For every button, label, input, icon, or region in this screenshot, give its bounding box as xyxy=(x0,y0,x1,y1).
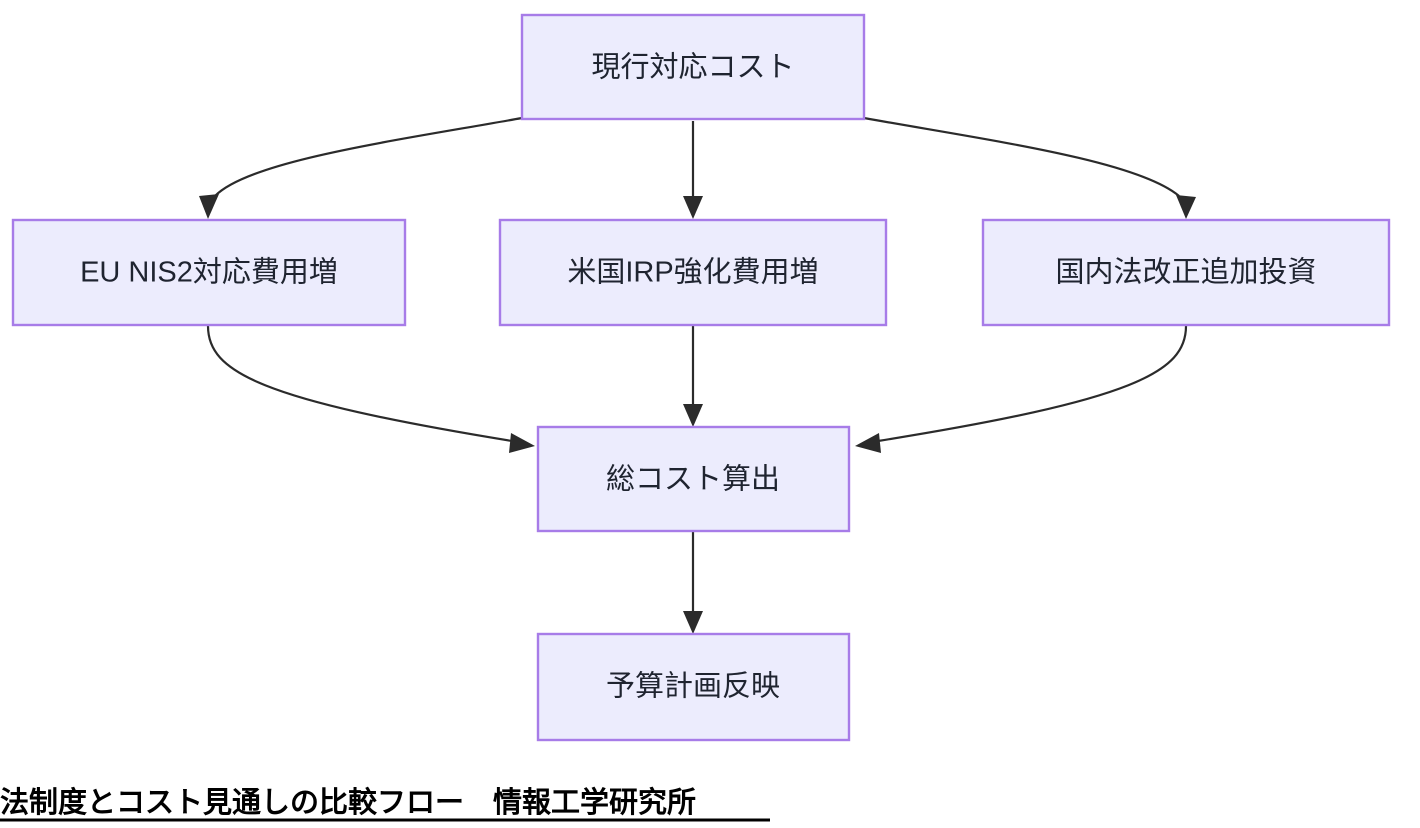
edge-path xyxy=(877,325,1188,443)
edge-current-cost-to-domestic-law xyxy=(863,116,1196,219)
arrow-head-icon xyxy=(1176,195,1196,219)
diagram-caption: 法制度とコスト見通しの比較フロー 情報工学研究所 xyxy=(0,785,696,819)
node-label: 総コスト算出 xyxy=(606,463,780,496)
node-box[interactable] xyxy=(536,632,851,742)
edge-path xyxy=(206,325,513,443)
arrow-head-icon xyxy=(509,433,535,453)
node-current-cost[interactable]: 現行対応コスト xyxy=(520,13,866,121)
arrow-head-icon xyxy=(683,196,703,219)
edge-layer xyxy=(199,116,1196,634)
node-budget-plan[interactable]: 予算計画反映 xyxy=(536,632,851,742)
node-box[interactable] xyxy=(520,13,866,121)
edge-current-cost-to-us-irp xyxy=(683,121,703,219)
node-label: 国内法改正追加投資 xyxy=(1055,256,1316,289)
edge-domestic-law-to-total-cost xyxy=(855,325,1188,453)
node-layer: 現行対応コスト EU NIS2対応費用増 米国IRP強化費用増 国内法改正追加投… xyxy=(11,13,1391,742)
node-us-irp-cost[interactable]: 米国IRP強化費用増 xyxy=(498,218,888,327)
arrow-head-icon xyxy=(683,611,703,634)
node-box[interactable] xyxy=(498,218,888,327)
node-label: 予算計画反映 xyxy=(606,670,780,703)
arrow-head-icon xyxy=(855,433,881,453)
edge-path xyxy=(214,116,523,197)
node-total-cost-calc[interactable]: 総コスト算出 xyxy=(536,425,851,533)
node-box[interactable] xyxy=(981,218,1391,327)
edge-us-irp-to-total-cost xyxy=(683,326,703,427)
node-box[interactable] xyxy=(11,218,407,327)
node-label: 米国IRP強化費用増 xyxy=(567,256,818,289)
edge-current-cost-to-eu-nis2 xyxy=(199,116,523,219)
node-label: EU NIS2対応費用増 xyxy=(80,256,338,289)
node-box[interactable] xyxy=(536,425,851,533)
caption-group: 法制度とコスト見通しの比較フロー 情報工学研究所 xyxy=(0,785,770,822)
arrow-head-icon xyxy=(199,194,219,219)
node-eu-nis2-cost[interactable]: EU NIS2対応費用増 xyxy=(11,218,407,327)
edge-eu-nis2-to-total-cost xyxy=(206,325,535,453)
edge-total-cost-to-budget-plan xyxy=(683,531,703,634)
node-domestic-law-cost[interactable]: 国内法改正追加投資 xyxy=(981,218,1391,327)
arrow-head-icon xyxy=(683,404,703,427)
node-label: 現行対応コスト xyxy=(591,51,794,84)
edge-path xyxy=(863,116,1180,197)
